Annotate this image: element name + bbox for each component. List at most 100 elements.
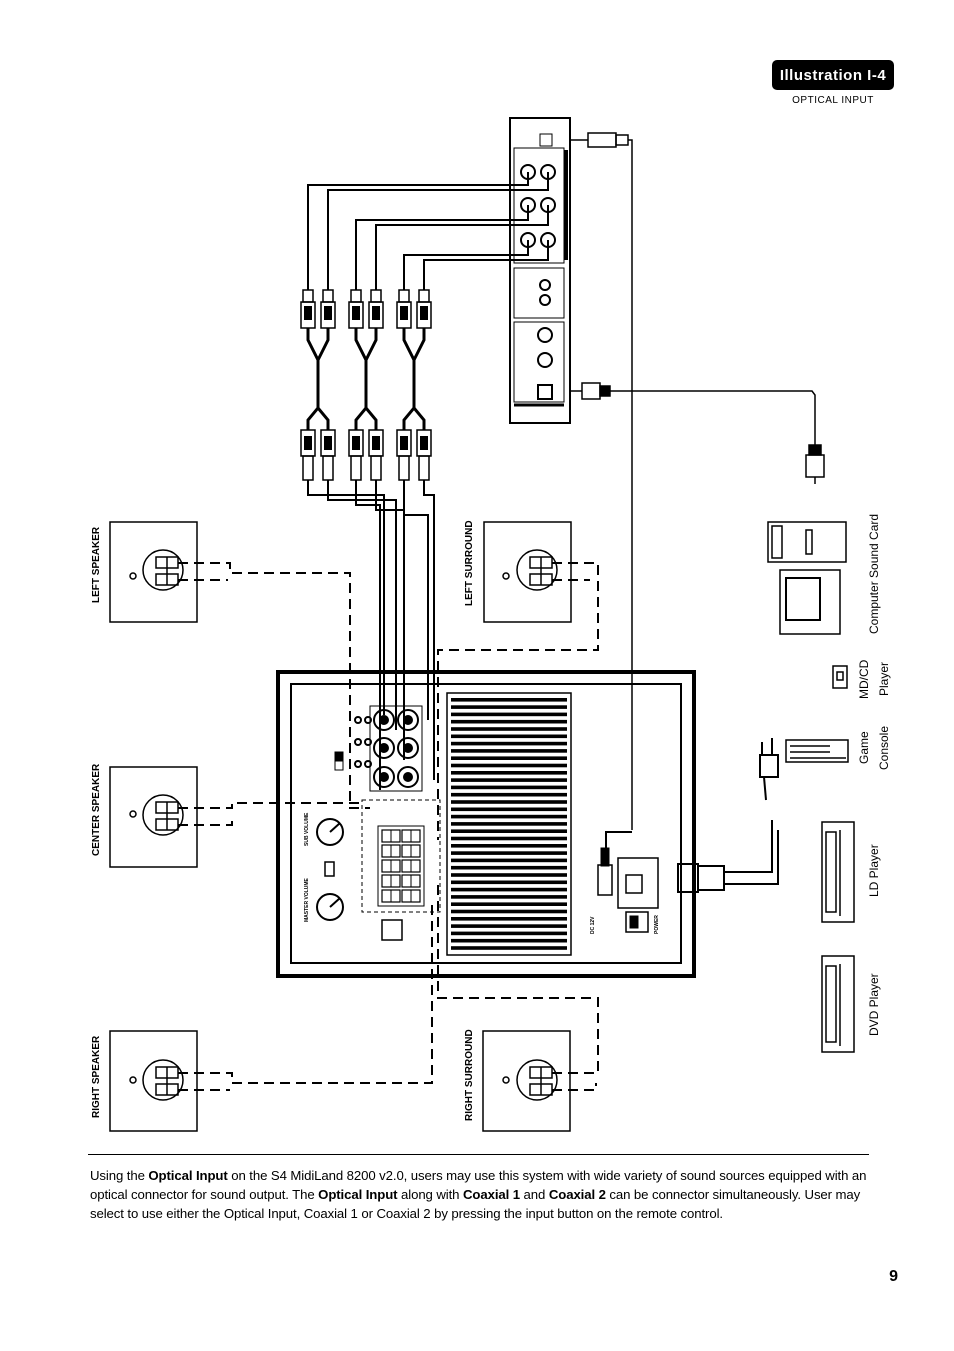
rca-plug-core xyxy=(372,436,380,450)
power-label: POWER xyxy=(654,915,660,934)
heatsink-fin xyxy=(451,865,567,870)
speaker-terminals xyxy=(381,829,421,903)
wiring-diagram: LEFT SPEAKER CENTER SPEAKER RIGHT SPEAKE… xyxy=(91,117,891,1132)
game-label-1: Game xyxy=(857,731,871,764)
rca-plug-tip xyxy=(302,289,314,303)
rca-plug-tip xyxy=(398,289,410,303)
heatsink-fin xyxy=(451,763,567,768)
ld-player-icon xyxy=(821,821,855,923)
right-surround-speaker xyxy=(482,1030,571,1132)
desc-bold-coaxial-2: Coaxial 2 xyxy=(548,1187,606,1202)
desc-text-5: can be connector simultaneously. User ma… xyxy=(90,1187,861,1221)
dc-label: DC 12V xyxy=(590,916,596,934)
rca-plug-core xyxy=(400,436,408,450)
rca-plug-core xyxy=(400,306,408,320)
center-speaker-label: CENTER SPEAKER xyxy=(91,763,102,856)
rca-plug-tip xyxy=(418,455,430,481)
dvd-player-icon xyxy=(821,955,855,1053)
master-volume-label: MASTER VOLUME xyxy=(304,877,310,922)
rca-plugs xyxy=(300,289,432,481)
rca-y-cable xyxy=(364,328,378,430)
rca-plug-core xyxy=(420,436,428,450)
rca-plug-core xyxy=(324,436,332,450)
heatsink-fin xyxy=(451,800,567,804)
rca-y-cable xyxy=(402,328,416,430)
heatsink-fin xyxy=(451,887,567,892)
heatsink-fin xyxy=(451,917,567,921)
dc-plug-top xyxy=(570,132,633,830)
power-cord xyxy=(677,738,779,893)
desc-text-3: along with xyxy=(397,1187,463,1202)
rca-plug-tip xyxy=(322,455,334,481)
heatsink-fin xyxy=(451,822,567,826)
speaker-wires xyxy=(178,562,599,1091)
heatsink-fin xyxy=(451,778,567,782)
left-speaker xyxy=(109,521,198,623)
heatsink-fin xyxy=(451,880,567,885)
heatsink-fin xyxy=(451,873,567,877)
subwoofer-unit xyxy=(276,670,696,978)
game-console-icon xyxy=(785,739,849,763)
heatsink-fin xyxy=(451,807,567,812)
rca-plug-tip xyxy=(370,455,382,481)
rca-plug-core xyxy=(372,306,380,320)
heatsink-fin xyxy=(451,705,567,709)
sub-volume-label: SUB VOLUME xyxy=(304,812,310,846)
heatsink-fin xyxy=(451,814,567,819)
heatsink-fin xyxy=(451,829,567,833)
rca-y-cable xyxy=(412,328,426,430)
desc-bold-optical-2: Optical Input xyxy=(318,1187,398,1202)
left-surround-speaker xyxy=(483,521,572,623)
left-speaker-label: LEFT SPEAKER xyxy=(91,526,102,603)
rca-plug-tip xyxy=(322,289,334,303)
dvd-label: DVD Player xyxy=(867,973,881,1036)
divider xyxy=(88,1154,869,1155)
rca-plug-core xyxy=(304,436,312,450)
rca-y-cable xyxy=(306,328,320,430)
rca-plug-tip xyxy=(302,455,314,481)
optical-plug xyxy=(570,382,825,484)
desc-bold-coaxial-1: Coaxial 1 xyxy=(462,1187,520,1202)
heatsink-fin xyxy=(451,712,567,717)
md-cd-label-1: MD/CD xyxy=(857,659,871,699)
left-surround-label: LEFT SURROUND xyxy=(464,520,475,606)
heatsink-fin xyxy=(451,931,567,936)
computer-icon xyxy=(767,521,847,635)
rca-plug-tip xyxy=(418,289,430,303)
heatsink-fin xyxy=(451,895,567,899)
rca-plug-core xyxy=(324,306,332,320)
heatsink-fin xyxy=(451,938,567,943)
heatsink-fin xyxy=(451,909,567,914)
heatsink-fin xyxy=(451,741,567,746)
heatsink-fin xyxy=(451,749,567,753)
desc-text-4: and xyxy=(519,1187,549,1202)
heatsink-fin xyxy=(451,734,567,739)
heatsink-fin xyxy=(451,727,567,731)
heatsink-fin xyxy=(451,756,567,760)
rca-plug-core xyxy=(420,306,428,320)
heatsink-fin xyxy=(451,719,567,724)
rca-cables xyxy=(307,172,549,790)
sub-controls xyxy=(316,705,659,941)
rca-plug-core xyxy=(304,306,312,320)
heatsink-fin xyxy=(451,836,567,841)
heatsink-fin xyxy=(451,792,567,797)
desc-bold-optical-1: Optical Input xyxy=(148,1168,228,1183)
rca-plug-tip xyxy=(350,455,362,481)
rca-y-cable xyxy=(354,328,368,430)
heatsink-fin xyxy=(451,771,567,775)
rca-plug-core xyxy=(352,306,360,320)
page-number: 9 xyxy=(889,1268,898,1285)
heatsink-fin xyxy=(451,698,567,702)
ld-label: LD Player xyxy=(867,844,881,897)
heatsink-fin xyxy=(451,785,567,790)
game-label-2: Console xyxy=(877,726,891,770)
rca-plug-core xyxy=(352,436,360,450)
rca-y-cable xyxy=(316,328,330,430)
heatsink-fins xyxy=(451,698,567,950)
illustration-subtitle: OPTICAL INPUT xyxy=(792,95,874,106)
center-speaker xyxy=(109,766,198,868)
description-paragraph: Using the Optical Input on the S4 MidiLa… xyxy=(90,1166,875,1223)
right-speaker xyxy=(109,1030,198,1132)
heatsink-fin xyxy=(451,851,567,855)
